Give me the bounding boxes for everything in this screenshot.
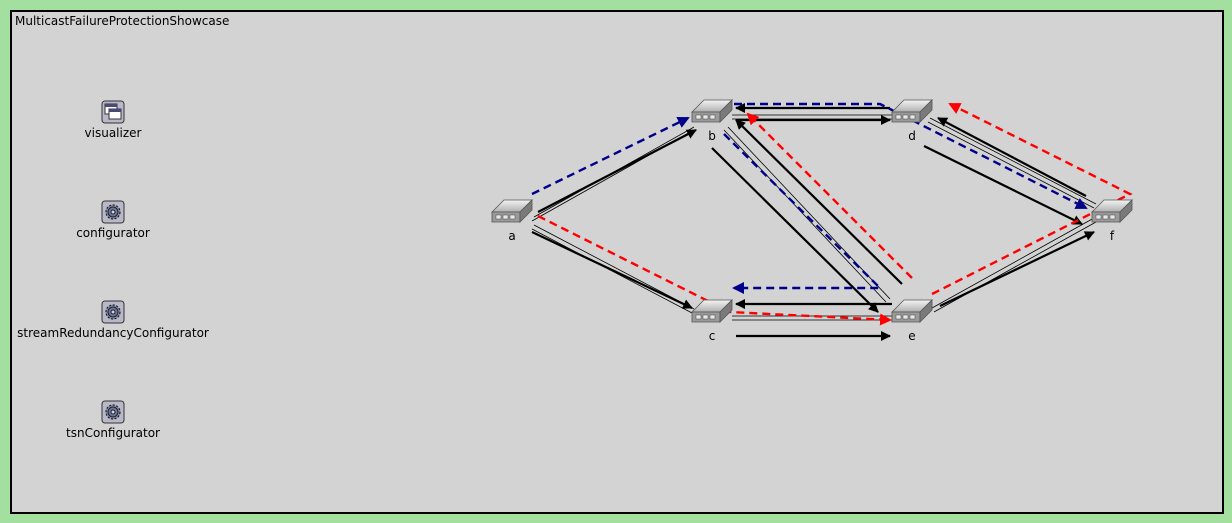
gear-icon — [101, 300, 125, 324]
link-d-f — [929, 117, 1097, 205]
arrow-a-c — [531, 231, 693, 309]
red-arrow-e-f-d — [931, 102, 1133, 296]
blue-path — [531, 102, 1088, 294]
links — [531, 114, 1097, 321]
arrow-d-f — [923, 145, 1083, 225]
module-label: visualizer — [84, 126, 142, 140]
network-canvas: MulticastFailureProtectionShowcase visua… — [10, 10, 1224, 514]
module-label: streamRedundancyConfigurator — [17, 326, 209, 340]
blue-arrow-b-d-f — [734, 102, 1088, 210]
module-label: tsnConfigurator — [66, 426, 160, 440]
link-a-c — [533, 224, 695, 310]
link-e-f — [933, 221, 1097, 313]
arrow-b-e — [711, 147, 879, 313]
window-icon — [101, 100, 125, 124]
red-arrow-e-b — [746, 112, 913, 279]
node-label-a: a — [508, 229, 515, 243]
gear-icon — [101, 400, 125, 424]
module-stream-redundancy-configurator[interactable]: streamRedundancyConfigurator — [3, 300, 223, 340]
node-e[interactable] — [891, 299, 933, 323]
arrow-f-d — [937, 117, 1087, 197]
link-e-f — [931, 217, 1095, 309]
link-d-f — [927, 121, 1095, 209]
node-label-e: e — [908, 329, 915, 343]
node-b[interactable] — [691, 99, 733, 123]
link-b-e — [723, 129, 887, 303]
node-c[interactable] — [691, 299, 733, 323]
module-configurator[interactable]: configurator — [3, 200, 223, 240]
gear-icon — [101, 200, 125, 224]
blue-arrow-a-b — [531, 116, 690, 196]
module-tsn-configurator[interactable]: tsnConfigurator — [3, 400, 223, 440]
arrow-a-b — [537, 129, 697, 213]
network-title: MulticastFailureProtectionShowcase — [15, 14, 230, 28]
module-visualizer[interactable]: visualizer — [3, 100, 223, 140]
node-a[interactable] — [491, 199, 533, 223]
arrow-e-f — [939, 231, 1095, 307]
node-label-b: b — [708, 129, 716, 143]
node-label-c: c — [709, 329, 716, 343]
node-f[interactable] — [1091, 199, 1133, 223]
traffic-arrows — [531, 103, 1095, 341]
link-b-e — [727, 126, 891, 300]
node-label-d: d — [908, 129, 916, 143]
node-label-f: f — [1110, 229, 1115, 243]
arrow-e-b — [735, 119, 903, 285]
node-d[interactable] — [891, 99, 933, 123]
module-label: configurator — [76, 226, 150, 240]
network-diagram: a b c d e f — [491, 99, 1133, 343]
blue-arrow-b-e-c — [723, 133, 883, 294]
